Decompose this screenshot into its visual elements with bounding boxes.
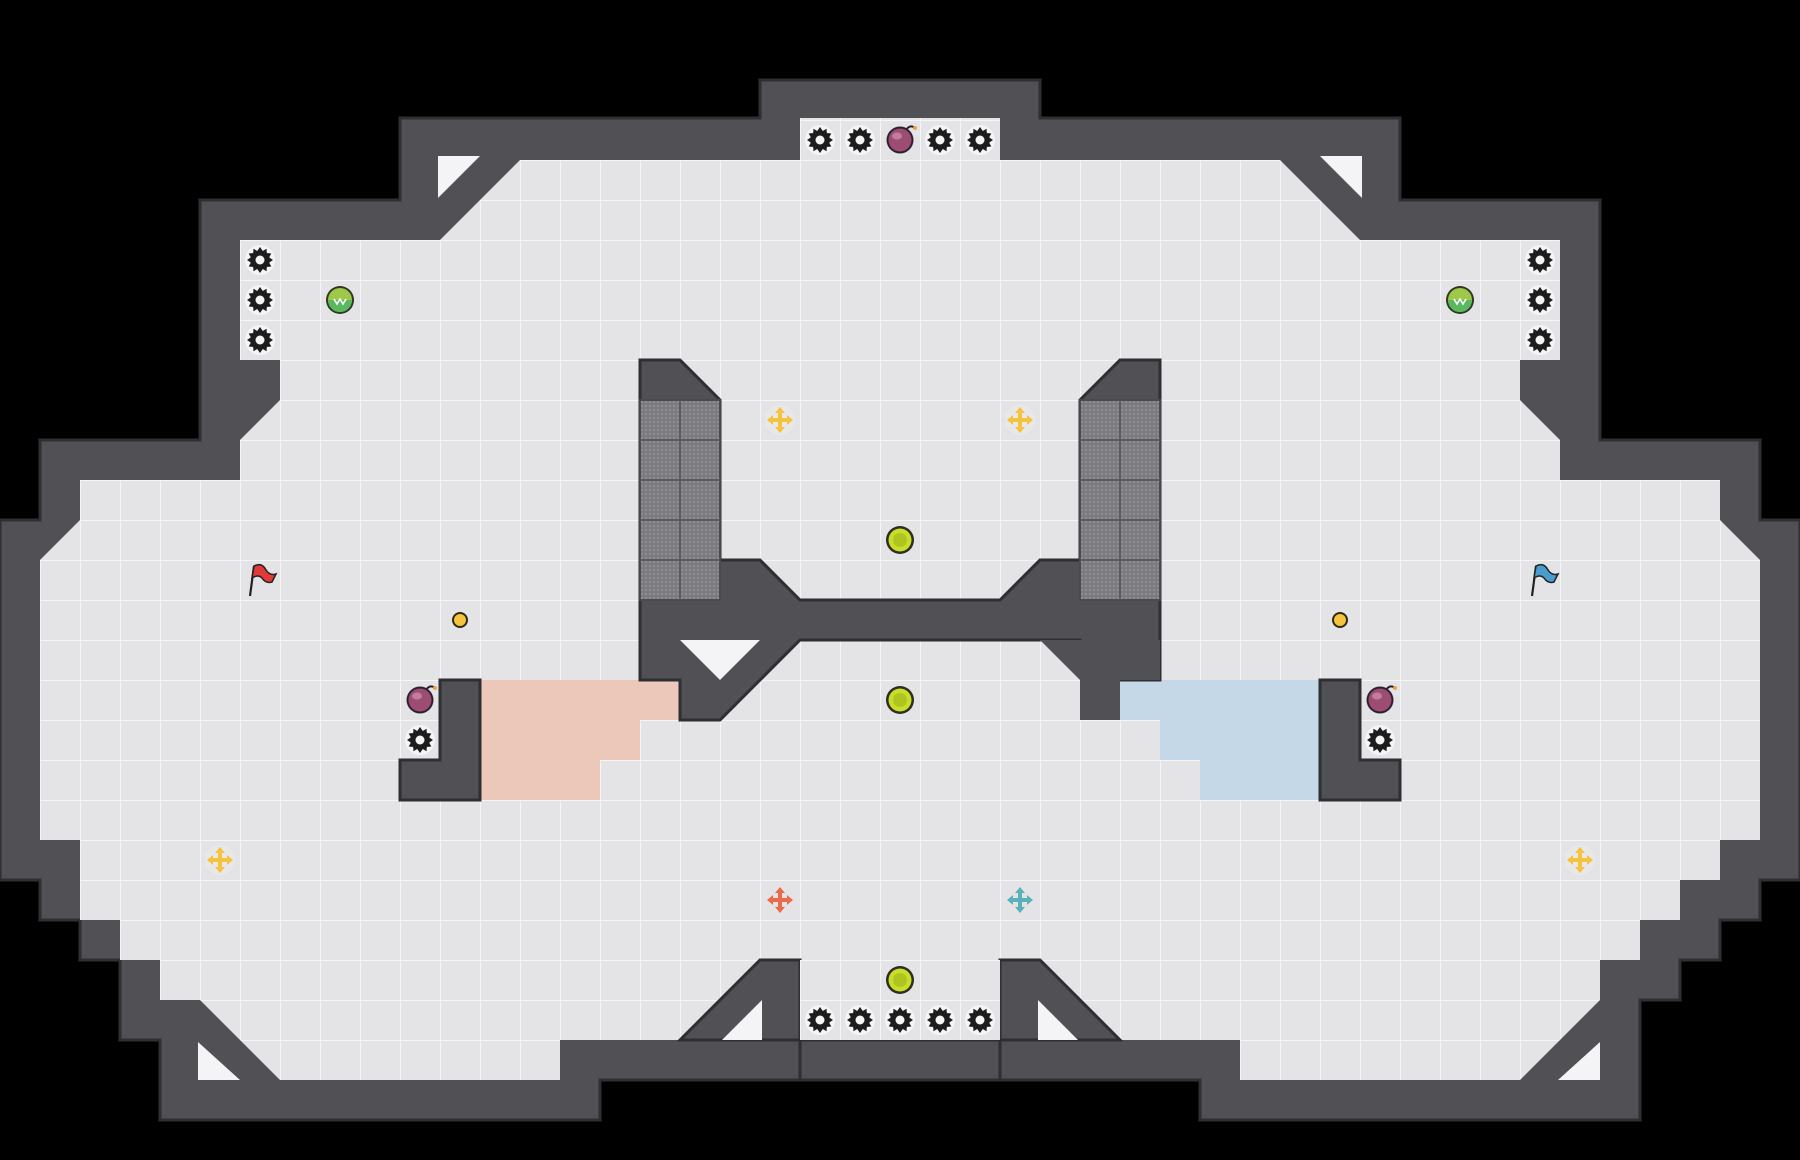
corner-tri-tl: [438, 156, 480, 198]
boost-center-lower-icon: [886, 966, 914, 994]
spike-top-2-icon: [845, 125, 875, 155]
spike-bottom-4-icon: [925, 1005, 955, 1035]
yellow-arrow-top-right-icon: [1005, 405, 1035, 435]
red-team-zone: [480, 680, 680, 800]
red-base-wall: [398, 678, 482, 802]
powerup-left-icon: [325, 285, 355, 315]
items-layer: [205, 125, 1595, 1035]
spike-right-3-icon: [1525, 325, 1555, 355]
center-bridge-wall: [638, 358, 1162, 722]
portal-right-icon: [1332, 612, 1348, 628]
red-flag-icon: [248, 563, 278, 597]
boost-center-upper-icon: [886, 526, 914, 554]
portal-left-icon: [452, 612, 468, 628]
powerup-right-icon: [1445, 285, 1475, 315]
boost-center-middle-icon: [886, 686, 914, 714]
spike-top-3-icon: [925, 125, 955, 155]
gate-right: [1079, 399, 1161, 601]
spike-left-1-icon: [245, 245, 275, 275]
blue-team-zone: [1120, 680, 1320, 800]
blue-flag-icon: [1530, 563, 1560, 597]
gate-left: [639, 399, 721, 601]
spike-top-4-icon: [965, 125, 995, 155]
center-tri-left: [680, 640, 760, 680]
corner-tri-br: [1558, 1042, 1600, 1080]
bottom-tri-left: [722, 1000, 762, 1040]
corner-tri-bl: [198, 1042, 240, 1080]
bottom-tri-right: [1038, 1000, 1078, 1040]
blue-base-wall: [1318, 678, 1402, 802]
spike-bottom-3-icon: [885, 1005, 915, 1035]
spike-top-1-icon: [805, 125, 835, 155]
spike-left-2-icon: [245, 285, 275, 315]
corner-tri-tr: [1320, 156, 1362, 198]
spike-right-1-icon: [1525, 245, 1555, 275]
spike-bottom-1-icon: [805, 1005, 835, 1035]
yellow-arrow-left-icon: [205, 845, 235, 875]
spike-blue-base-icon: [1365, 725, 1395, 755]
spike-right-2-icon: [1525, 285, 1555, 315]
yellow-arrow-top-left-icon: [765, 405, 795, 435]
spike-red-base-icon: [405, 725, 435, 755]
spike-bottom-5-icon: [965, 1005, 995, 1035]
yellow-arrow-right-icon: [1565, 845, 1595, 875]
spike-bottom-2-icon: [845, 1005, 875, 1035]
spike-left-3-icon: [245, 325, 275, 355]
